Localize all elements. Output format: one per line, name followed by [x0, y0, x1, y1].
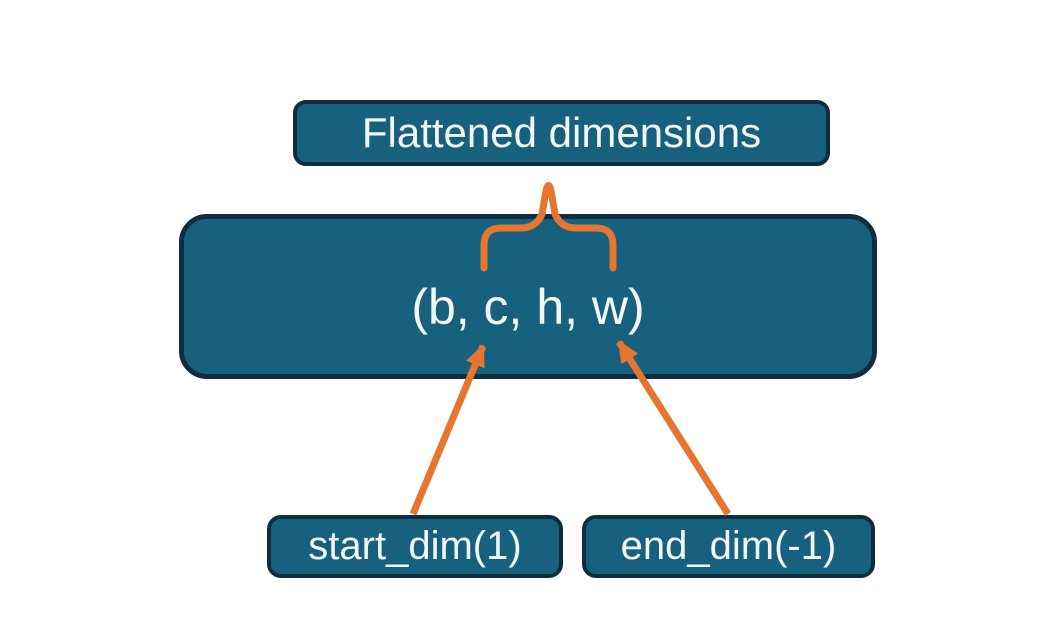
end-dim-box: end_dim(-1) — [582, 515, 875, 578]
flattened-dimensions-box: Flattened dimensions — [293, 100, 830, 166]
start-dim-box: start_dim(1) — [267, 515, 563, 578]
start-dim-label: start_dim(1) — [308, 524, 522, 568]
tensor-shape-box: (b, c, h, w) — [179, 214, 877, 379]
flattened-dimensions-label: Flattened dimensions — [361, 109, 762, 156]
end-dim-label: end_dim(-1) — [620, 524, 837, 568]
tensor-shape-label: (b, c, h, w) — [411, 279, 645, 335]
